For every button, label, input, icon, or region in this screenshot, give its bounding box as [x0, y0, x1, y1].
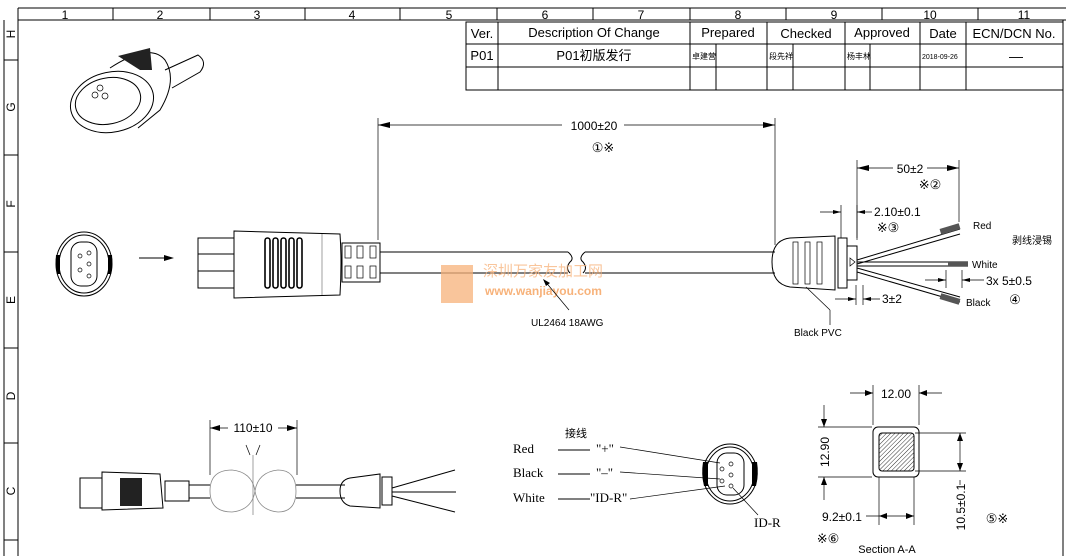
- header-date: Date: [929, 26, 956, 41]
- dim-9-2: 9.2±0.1: [822, 510, 862, 524]
- cable-assembly-main: [197, 223, 968, 305]
- header-ver: Ver.: [471, 26, 493, 41]
- column-label: 4: [349, 8, 356, 22]
- row-label: G: [4, 102, 18, 111]
- dim-2-10: 2.10±0.1: [874, 205, 921, 219]
- cell-ver: P01: [470, 48, 493, 63]
- wiring-diagram: 接线 Red Black White "+" "–" "ID-R" ID-R: [513, 426, 781, 530]
- column-label: 7: [638, 8, 645, 22]
- dim-50: 50±2: [897, 162, 924, 176]
- column-labels: 1 2 3 4 5 6 7 8 9 10 11: [62, 8, 1031, 22]
- connector-front-view: [55, 231, 113, 297]
- label-cable-spec: UL2464 18AWG: [531, 318, 604, 329]
- dim-110: 110±10: [233, 421, 272, 435]
- header-approved: Approved: [854, 25, 910, 40]
- row-label: F: [4, 200, 18, 207]
- note-2: ※②: [919, 177, 942, 192]
- wiring-wire-red: Red: [513, 441, 534, 456]
- cell-description: P01初版发行: [556, 48, 631, 63]
- header-description: Description Of Change: [528, 25, 660, 40]
- label-black: Black: [966, 298, 991, 309]
- note-4: ④: [1009, 292, 1021, 307]
- wire-labels: Red White Black 剥线浸锡: [966, 221, 1052, 309]
- label-strip-tin: 剥线浸锡: [1012, 234, 1052, 247]
- watermark-url: www.wanjiayou.com: [484, 284, 602, 298]
- column-label: 2: [157, 8, 164, 22]
- section-title: Section A-A: [858, 544, 916, 556]
- cell-prepared: 卓建营: [692, 51, 716, 61]
- note-3: ※③: [877, 220, 900, 235]
- cell-approved: 杨丰林: [847, 51, 871, 61]
- wiring-signal-id: "ID-R": [590, 490, 627, 505]
- view-direction-arrow: [139, 255, 174, 261]
- note-1: ①※: [592, 140, 615, 155]
- pin-label-id-r: ID-R: [754, 515, 781, 530]
- callout-boot-material: Black PVC: [794, 286, 842, 339]
- dim-12-00: 12.00: [881, 387, 911, 401]
- watermark: 深圳万家友加工网 www.wanjiayou.com: [441, 263, 603, 303]
- dim-10-5: 10.5±0.1: [954, 483, 968, 530]
- header-checked: Checked: [780, 26, 831, 41]
- watermark-cn: 深圳万家友加工网: [483, 263, 603, 280]
- dimension-cable-length: 1000±20 ①※: [377, 117, 776, 245]
- dim-3: 3±2: [882, 292, 902, 306]
- wiring-wire-white: White: [513, 490, 545, 505]
- column-label: 8: [735, 8, 742, 22]
- callout-cable-spec: UL2464 18AWG: [531, 279, 604, 329]
- cable-coiled-view: 110±10: [79, 420, 456, 515]
- dim-1000: 1000±20: [571, 119, 618, 133]
- row-labels: H G F E D C: [4, 30, 18, 496]
- column-label: 5: [446, 8, 453, 22]
- label-white: White: [972, 260, 998, 271]
- row-label: E: [4, 296, 18, 304]
- revision-table: Ver. Description Of Change Prepared Chec…: [465, 21, 1064, 91]
- wiring-title: 接线: [565, 426, 587, 440]
- row-label: H: [4, 30, 18, 39]
- dimension-strip: 50±2 ※② 2.10±0.1 ※③ 3±2 3x 5±0.5 ④: [820, 160, 1032, 307]
- row-label: C: [4, 486, 18, 495]
- column-label: 9: [831, 8, 838, 22]
- header-prepared: Prepared: [701, 25, 754, 40]
- column-label: 1: [62, 8, 69, 22]
- column-label: 11: [1018, 8, 1031, 22]
- cell-ecn: —: [1009, 48, 1023, 64]
- dim-5: 3x 5±0.5: [986, 274, 1032, 288]
- row-label: D: [4, 391, 18, 400]
- header-ecn: ECN/DCN No.: [972, 26, 1055, 41]
- column-label: 3: [254, 8, 261, 22]
- cell-date: 2018-09-26: [922, 54, 958, 61]
- wiring-signal-plus: "+": [596, 441, 614, 456]
- drawing-frame: [3, 7, 1066, 556]
- note-5: ⑤※: [986, 511, 1009, 526]
- wiring-wire-black: Black: [513, 465, 544, 480]
- dim-12-90: 12.90: [818, 437, 832, 467]
- label-black-pvc: Black PVC: [794, 328, 842, 339]
- cell-checked: 段先祥: [769, 51, 793, 61]
- section-a-a: 12.00 12.90 10.5±0.1 9.2±0.1 ⑤※ ※⑥ Secti…: [817, 385, 1009, 556]
- column-label: 10: [923, 8, 937, 22]
- wiring-signal-minus: "–": [596, 465, 613, 480]
- connector-isometric-view: [69, 48, 204, 134]
- note-6: ※⑥: [817, 531, 840, 546]
- column-label: 6: [542, 8, 549, 22]
- label-red: Red: [973, 221, 991, 232]
